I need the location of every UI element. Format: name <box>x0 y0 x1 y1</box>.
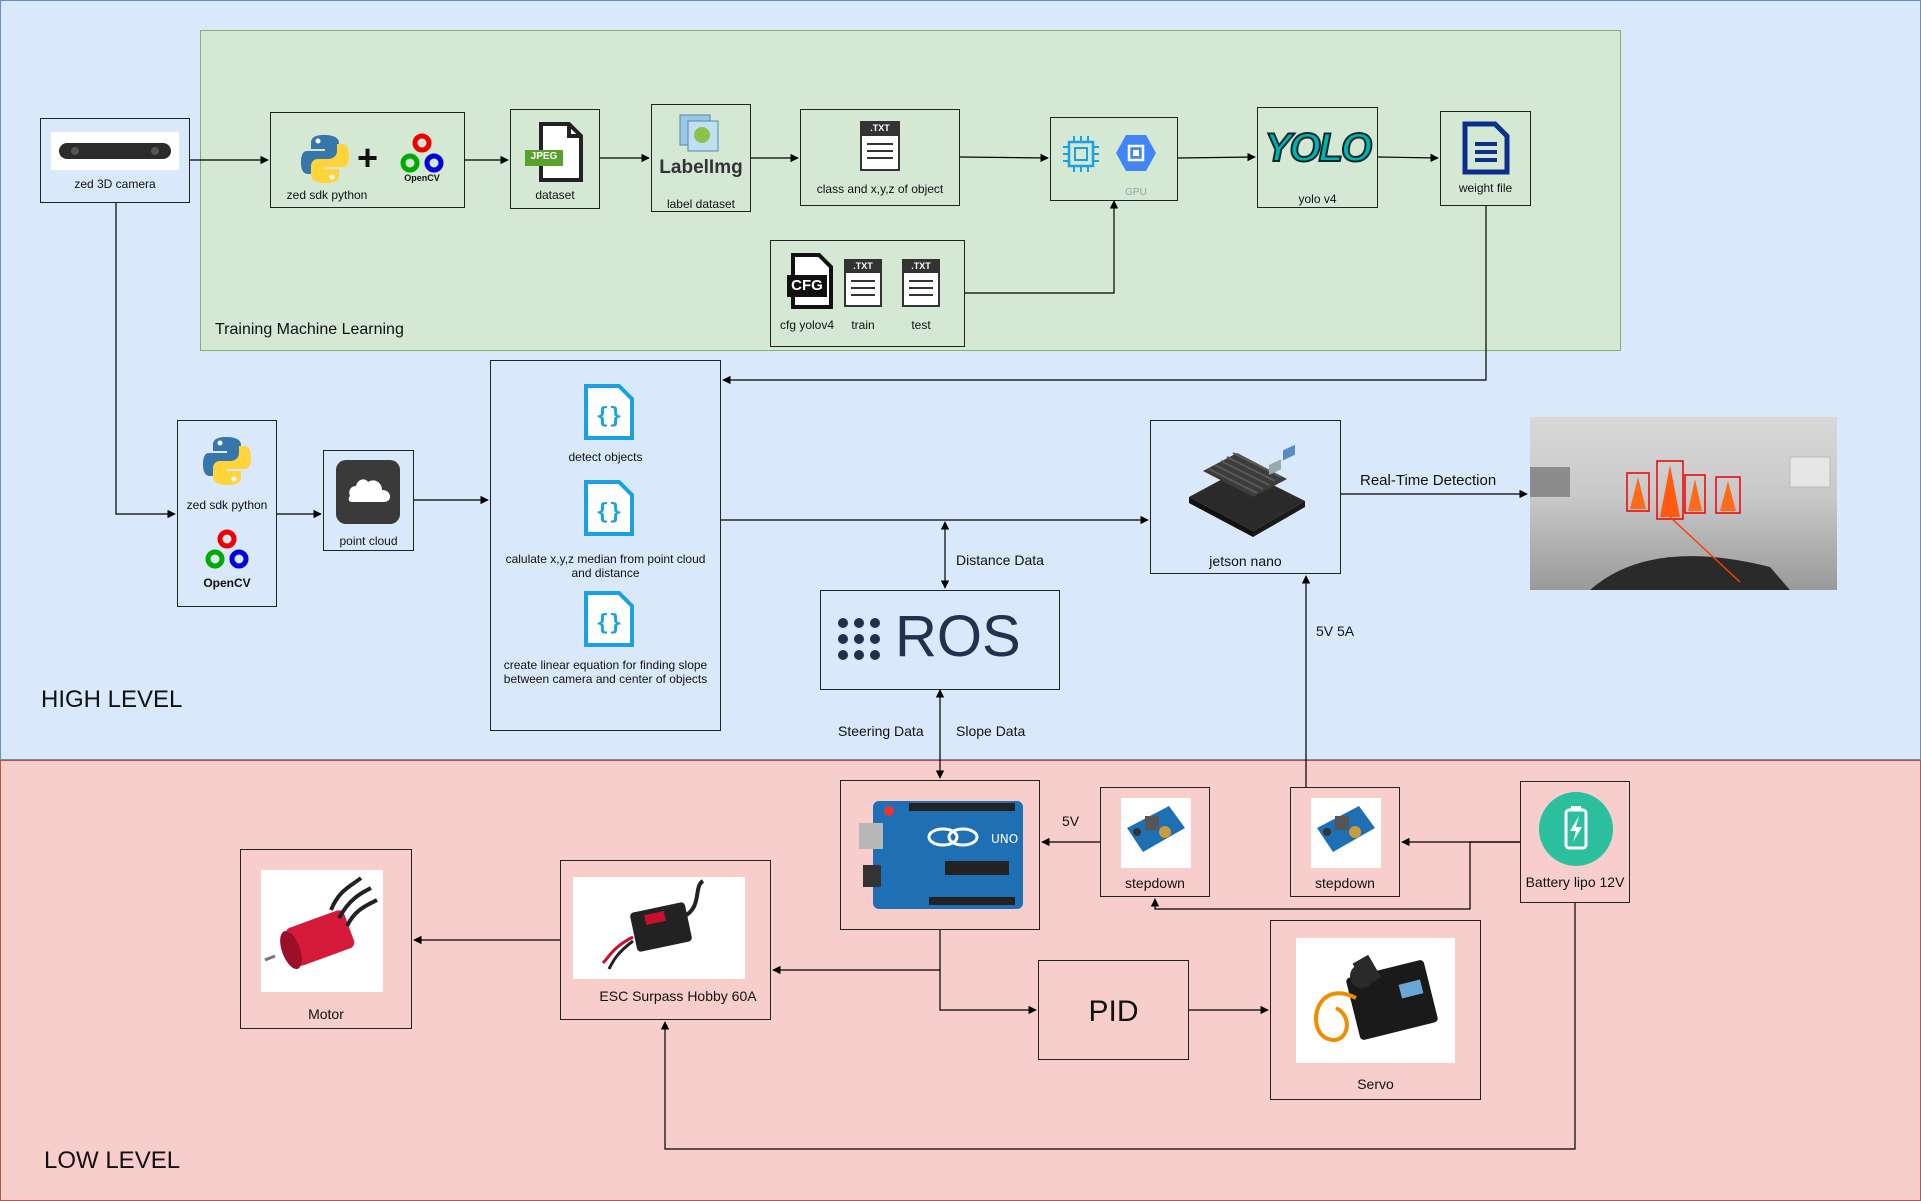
zed-sdk-opencv-node[interactable]: + OpenCV zed sdk python <box>270 112 465 208</box>
esc-image <box>573 877 745 979</box>
code-file-icon: {} <box>584 384 634 440</box>
servo-node[interactable]: Servo <box>1270 920 1481 1100</box>
class-xyz-node[interactable]: .TXT class and x,y,z of object <box>800 109 960 206</box>
linear-equation-label: create linear equation for finding slope… <box>503 658 708 686</box>
real-time-detection-label: Real-Time Detection <box>1360 472 1497 489</box>
jetson-board-image <box>1189 444 1305 537</box>
ros-node[interactable]: ROS <box>820 590 1060 690</box>
detect-objects-label: detect objects <box>568 450 643 464</box>
txt-file-icon <box>860 121 900 171</box>
pid-label: PID <box>1088 995 1139 1028</box>
yolo-node[interactable]: YOLO yolo v4 <box>1257 107 1378 208</box>
labelimg-icon <box>679 114 719 152</box>
train-txt-text: .TXT <box>853 261 873 271</box>
point-cloud-node[interactable]: point cloud <box>323 450 414 551</box>
ros-dots-icon <box>838 618 880 660</box>
txt-text: .TXT <box>870 123 890 133</box>
five-v-label: 5V <box>1062 813 1080 829</box>
label-dataset-node[interactable]: LabelImg label dataset <box>651 104 751 212</box>
stepdown-2-label: stepdown <box>1315 875 1375 891</box>
five-v-five-a-label: 5V 5A <box>1316 623 1355 639</box>
servo-image <box>1296 938 1455 1063</box>
stepdown-1-label: stepdown <box>1125 875 1185 891</box>
class-xyz-label: class and x,y,z of object <box>816 182 944 196</box>
svg-text:{}: {} <box>596 404 623 429</box>
cfg-text: CFG <box>791 277 823 294</box>
dataset-node[interactable]: JPEG dataset <box>510 109 600 209</box>
pid-node[interactable]: PID <box>1038 960 1189 1060</box>
point-cloud-label: point cloud <box>339 534 398 548</box>
document-icon <box>1462 121 1510 175</box>
jetson-nano-node[interactable]: jetson nano <box>1150 420 1341 574</box>
weight-file-node[interactable]: weight file <box>1440 111 1531 206</box>
opencv-text: OpenCV <box>404 173 440 183</box>
plus-icon: + <box>357 137 379 178</box>
detection-result-image <box>1530 417 1837 590</box>
opencv-text: OpenCV <box>203 576 251 590</box>
motor-image <box>261 870 383 992</box>
jpeg-file-icon <box>525 122 583 182</box>
arduino-board-image: UNO <box>859 801 1023 909</box>
servo-label: Servo <box>1357 1076 1394 1092</box>
esc-node[interactable]: ESC Surpass Hobby 60A <box>560 860 771 1020</box>
calculate-xyz-label: calulate x,y,z median from point cloud a… <box>505 552 706 580</box>
battery-label: Battery lipo 12V <box>1525 874 1625 890</box>
jpeg-text: JPEG <box>530 151 558 162</box>
python-logo-icon <box>301 135 349 183</box>
battery-node[interactable]: Battery lipo 12V <box>1520 781 1630 903</box>
steering-data-label: Steering Data <box>838 723 924 739</box>
yolo-label: yolo v4 <box>1298 192 1337 206</box>
motor-node[interactable]: Motor <box>240 849 412 1029</box>
zed-sdk-python-node[interactable]: zed sdk python OpenCV <box>177 420 277 607</box>
zed-camera-label: zed 3D camera <box>74 177 156 191</box>
weight-file-label: weight file <box>1458 181 1513 195</box>
test-txt-text: .TXT <box>911 261 931 271</box>
training-title: Training Machine Learning <box>215 321 404 338</box>
train-label: train <box>851 318 875 332</box>
stepdown-module-image <box>1121 798 1191 868</box>
dataset-label: dataset <box>535 188 575 202</box>
cfg-label: cfg yolov4 <box>779 318 835 332</box>
opencv-logo-icon <box>205 529 249 569</box>
gpu-label: GPU <box>1125 187 1147 198</box>
stepdown-2-node[interactable]: stepdown <box>1290 787 1400 897</box>
battery-icon <box>1539 792 1613 866</box>
gpu-hexagon-icon <box>1116 135 1156 171</box>
test-label: test <box>911 318 931 332</box>
yolo-logo-text: YOLO <box>1264 125 1373 171</box>
slope-data-label: Slope Data <box>956 723 1026 739</box>
motor-label: Motor <box>308 1006 344 1022</box>
zed-sdk-label: zed sdk python <box>286 188 368 202</box>
svg-text:UNO: UNO <box>991 832 1018 846</box>
stepdown-1-node[interactable]: stepdown <box>1100 787 1210 897</box>
label-dataset-label: label dataset <box>666 197 736 211</box>
cloud-icon <box>336 460 400 524</box>
svg-text:{}: {} <box>596 500 623 525</box>
svg-text:{}: {} <box>596 611 623 636</box>
labelimg-text: LabelImg <box>659 157 743 178</box>
esc-label: ESC Surpass Hobby 60A <box>599 988 757 1004</box>
zed-camera-node[interactable]: zed 3D camera <box>40 118 190 203</box>
gpu-node[interactable]: GPU <box>1050 117 1178 201</box>
zed-sdk-python-label: zed sdk python <box>186 498 268 512</box>
high-level-title: HIGH LEVEL <box>41 686 183 713</box>
python-logo-icon <box>203 437 251 485</box>
opencv-logo-icon <box>400 133 444 173</box>
cfg-train-test-node[interactable]: CFG cfg yolov4 .TXT train .TXT test <box>770 240 965 347</box>
code-file-icon: {} <box>584 591 634 647</box>
stepdown-module-image <box>1311 798 1381 868</box>
zed-camera-image <box>51 132 179 170</box>
ros-text: ROS <box>895 604 1021 669</box>
low-level-title: LOW LEVEL <box>44 1147 181 1174</box>
code-file-icon: {} <box>584 480 634 536</box>
distance-data-label: Distance Data <box>956 552 1044 568</box>
processing-node[interactable]: {} detect objects {} calulate x,y,z medi… <box>490 360 721 731</box>
chip-icon <box>1063 136 1099 172</box>
arduino-node[interactable]: UNO <box>840 780 1040 930</box>
jetson-nano-label: jetson nano <box>1209 553 1282 569</box>
